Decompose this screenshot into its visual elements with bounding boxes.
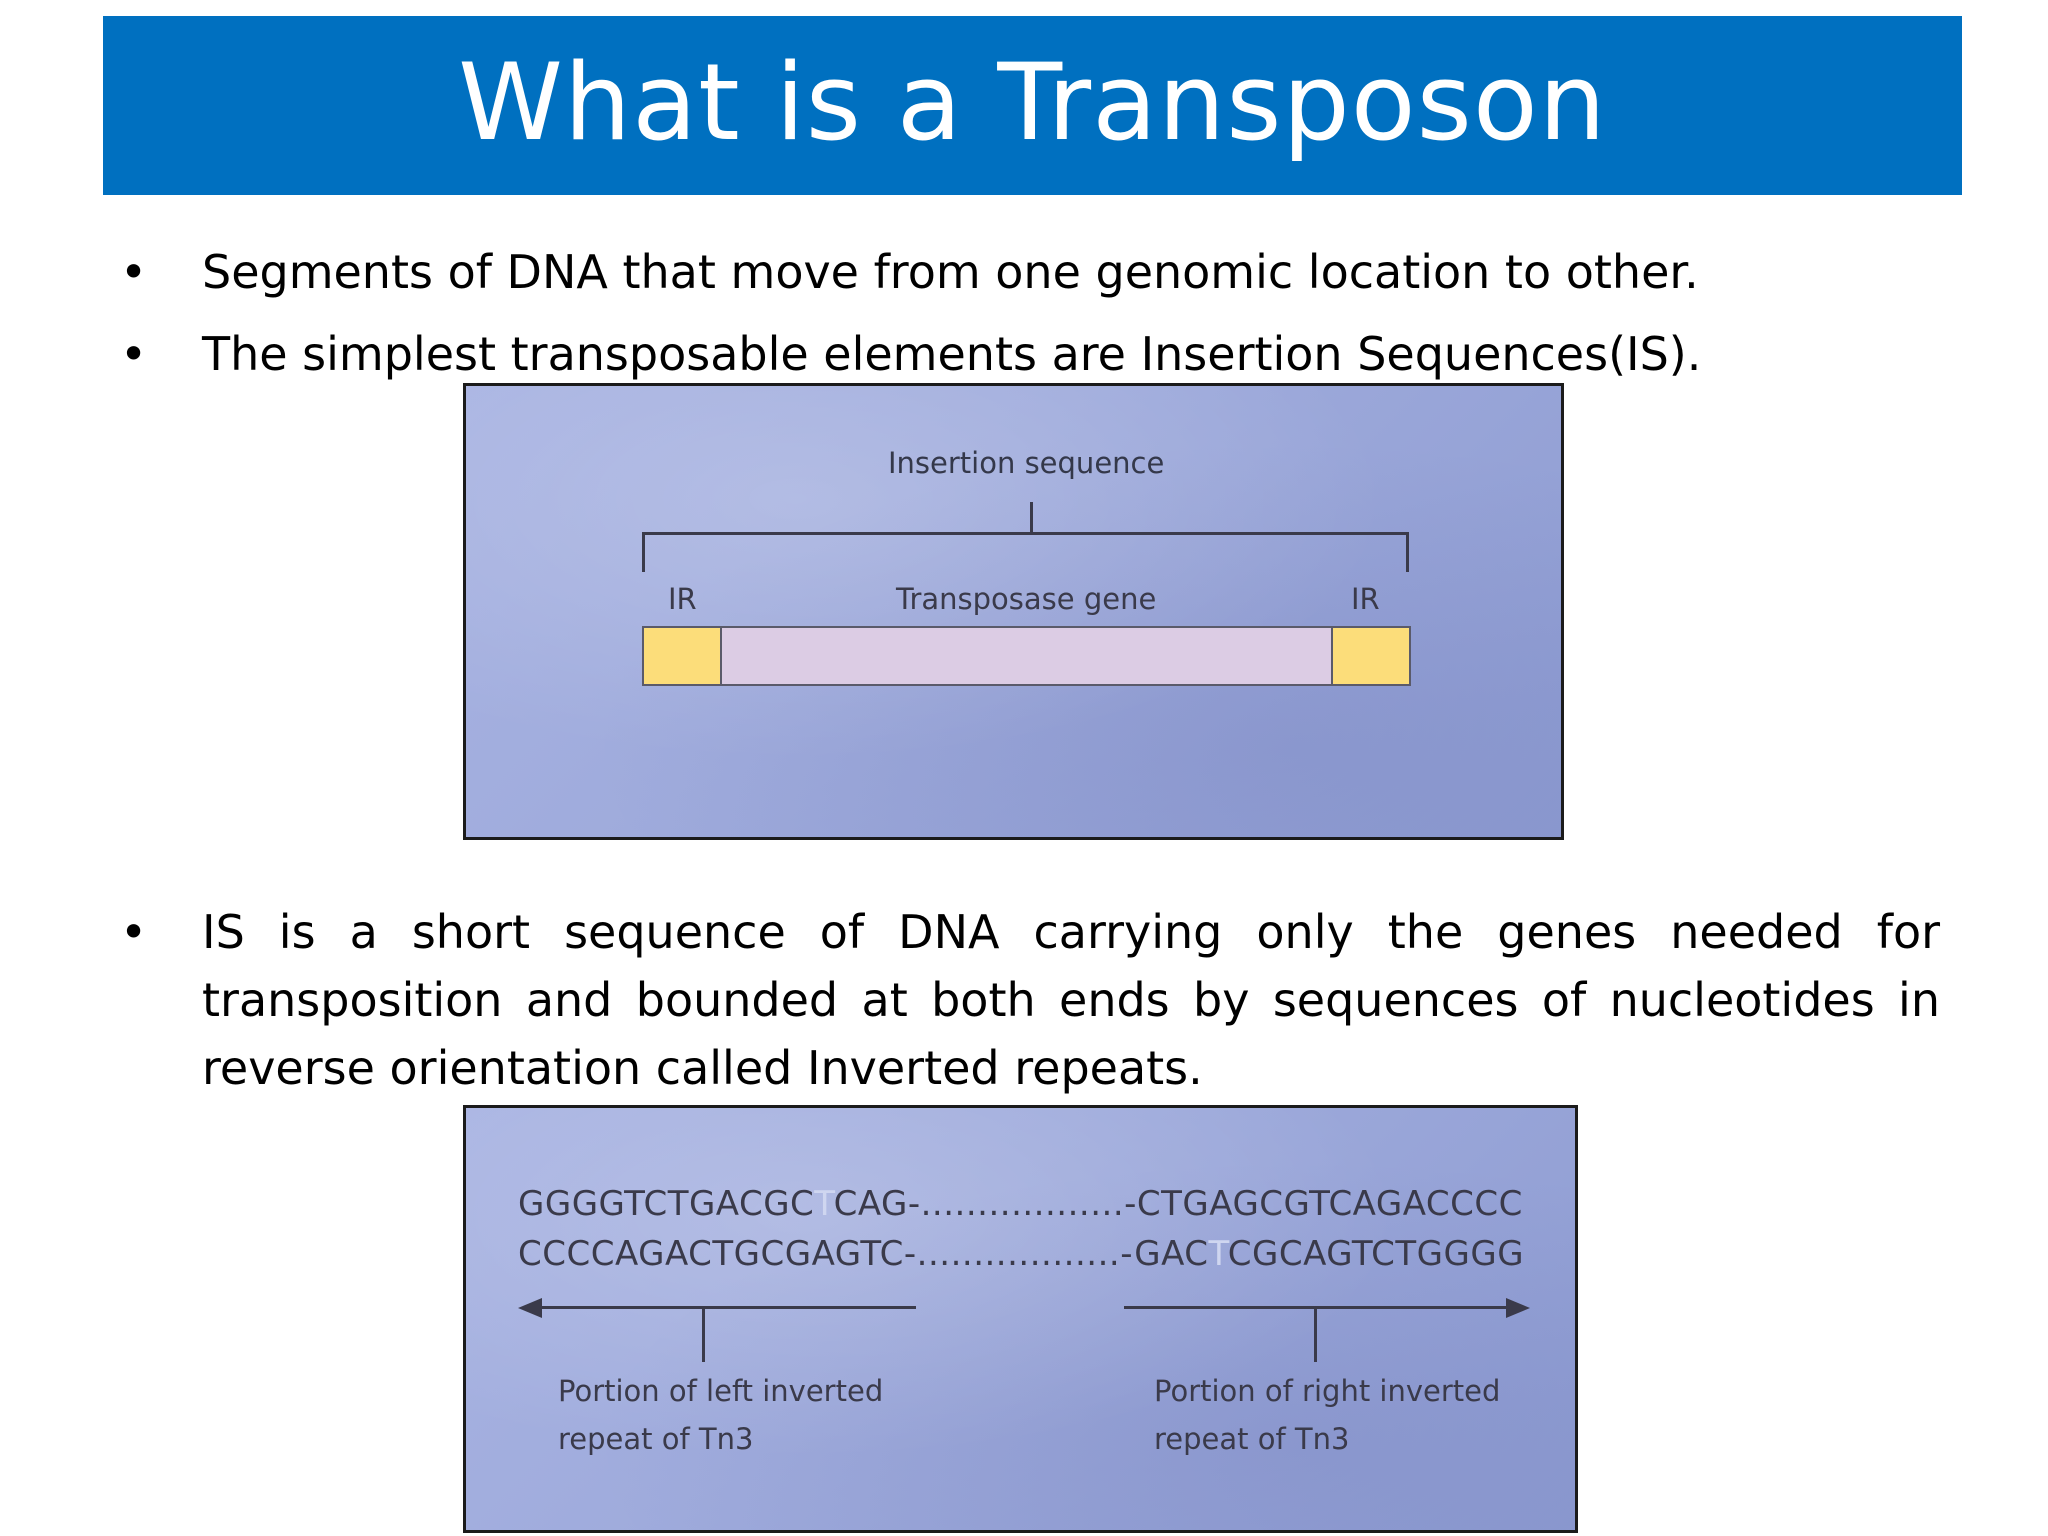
ir-right-box [1331,626,1411,686]
seq-bottom-dots: .................. [916,1234,1121,1274]
bullet-glyph: • [120,327,148,381]
bullet-item-2: • The simplest transposable elements are… [120,320,1701,388]
insertion-sequence-figure: Insertion sequence IR Transposase gene I… [463,383,1564,840]
left-arrowhead-icon [518,1298,542,1318]
left-caption-stem [702,1308,705,1362]
seq-top-mid: CAG- [833,1184,921,1224]
bullet-glyph: • [120,245,148,299]
insertion-sequence-label: Insertion sequence [888,446,1165,480]
seq-top-left: GGGGTCTGACGC [518,1184,815,1224]
right-caption-line-1: Portion of right inverted [1154,1374,1501,1408]
seq-bottom-right: CGCAGTCTGGGG [1227,1234,1525,1274]
bullet-item-3: • IS is a short sequence of DNA carrying… [120,898,1940,1102]
bullet-text: The simplest transposable elements are I… [202,327,1702,381]
right-caption-stem [1314,1308,1317,1362]
left-repeat-arrow-line [536,1306,916,1309]
left-caption-line-1: Portion of left inverted [558,1374,884,1408]
bullet-text: IS is a short sequence of DNA carrying o… [202,905,1940,1095]
bullet-item-1: • Segments of DNA that move from one gen… [120,238,1699,306]
right-arrowhead-icon [1506,1298,1530,1318]
sequence-top-strand: GGGGTCTGACGCTCAG-..................-CTGA… [518,1184,1523,1224]
seq-bottom-left: CCCCAGACTGCGAGTC- [518,1234,917,1274]
sequence-bottom-strand: CCCCAGACTGCGAGTC-..................-GACT… [518,1234,1524,1274]
seq-top-dots: .................. [920,1184,1125,1224]
bracket-stem [1030,502,1033,534]
left-caption-line-2: repeat of Tn3 [558,1422,754,1456]
ir-right-label: IR [1351,582,1380,616]
bullet-glyph: • [120,905,148,959]
bracket-right-leg [1406,532,1409,572]
page-title: What is a Transposon [458,40,1607,164]
bullet-text: Segments of DNA that move from one genom… [202,245,1699,299]
seq-bottom-gap: T [1208,1234,1228,1274]
seq-bottom-mid: -GAC [1120,1234,1209,1274]
inverted-repeat-figure: GGGGTCTGACGCTCAG-..................-CTGA… [463,1105,1578,1533]
right-repeat-arrow-line [1124,1306,1508,1309]
transposase-gene-label: Transposase gene [896,582,1157,616]
bracket-bar [642,532,1409,535]
bracket-left-leg [642,532,645,572]
seq-top-right: -CTGAGCGTCAGACCCC [1124,1184,1523,1224]
right-caption-line-2: repeat of Tn3 [1154,1422,1350,1456]
ir-left-box [642,626,722,686]
ir-left-label: IR [668,582,697,616]
transposase-gene-bar [642,626,1411,686]
title-bar: What is a Transposon [103,16,1962,195]
seq-top-gap: T [814,1184,834,1224]
